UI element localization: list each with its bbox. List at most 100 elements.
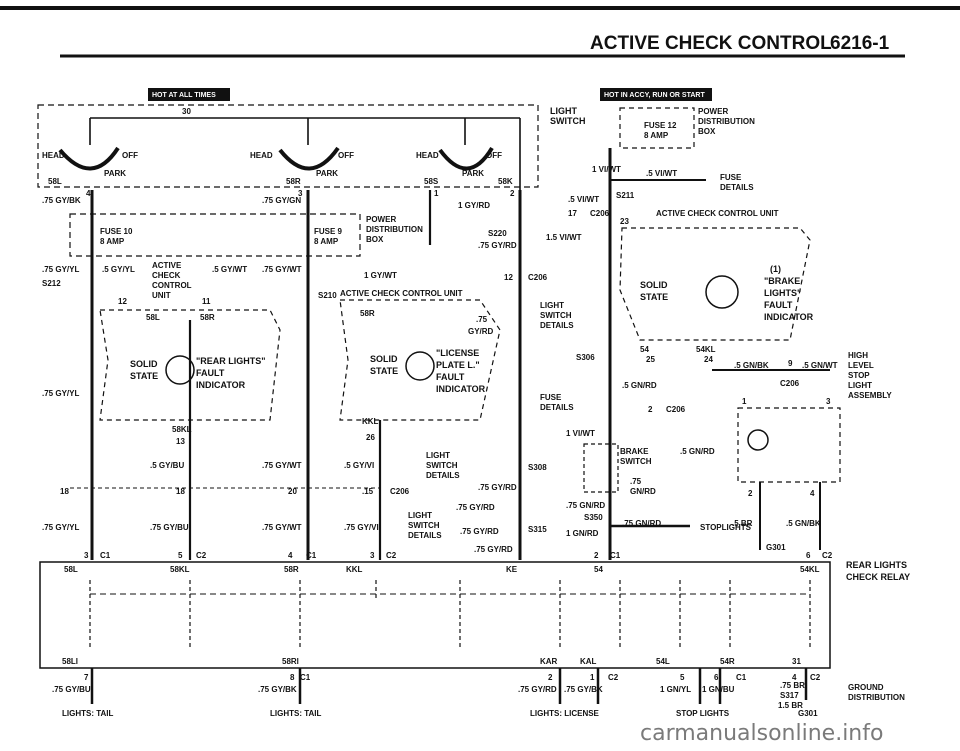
fuse-10-amp: 8 AMP <box>100 237 125 246</box>
ccu-right-solid: SOLID <box>640 280 668 290</box>
ccu-mid-label-1: "LICENSE <box>436 348 479 358</box>
pin-18: 18 <box>60 487 69 496</box>
relay-58KL: 58KL <box>170 565 190 574</box>
pin-25: 25 <box>646 355 655 364</box>
sw-pin-4: 4 <box>86 189 91 198</box>
rw-13: .75 GN/RD <box>622 519 661 528</box>
fuse-10: FUSE 10 <box>100 227 133 236</box>
splice-s308: S308 <box>528 463 547 472</box>
wire-label-1: .75 GY/BK <box>42 196 81 205</box>
b-pin-6: 6 <box>714 673 719 682</box>
lsd-c-1: LIGHT <box>540 301 564 310</box>
splice-s306: S306 <box>576 353 595 362</box>
page-number: 6216-1 <box>830 33 890 54</box>
hl-pin-1: 1 <box>742 397 747 406</box>
light-switch-box <box>37 104 539 188</box>
ccu-left-title-2: CHECK <box>152 271 181 280</box>
brake-switch-2: SWITCH <box>620 457 652 466</box>
ccu-left-pin-12: 12 <box>118 297 127 306</box>
ccu-mid-title: ACTIVE CHECK CONTROL UNIT <box>340 289 463 298</box>
bottom-wires <box>90 668 808 704</box>
relay-kkl: KKL <box>346 565 363 574</box>
pd-left-1: POWER <box>366 215 396 224</box>
wire-label-4: .75 GY/YL <box>42 265 79 274</box>
rw-14: 1 GN/RD <box>566 529 599 538</box>
stoplights-label: STOPLIGHTS <box>700 523 752 532</box>
wire-label-24: .15 <box>362 487 374 496</box>
rw-1: 1 VI/WT <box>592 165 621 174</box>
switch-arc-3 <box>438 146 494 171</box>
pin-12-c206: 12 <box>504 273 513 282</box>
relay-kal: KAL <box>580 657 597 666</box>
wire-label-16: .75 GY/BU <box>150 523 189 532</box>
wire-label-7: .75 GY/WT <box>262 265 302 274</box>
lsd-a-2: SWITCH <box>426 461 458 470</box>
ccu-left-label-3: INDICATOR <box>196 380 246 390</box>
splice-s212: S212 <box>42 279 61 288</box>
rw-7: .5 GN/WT <box>802 361 838 370</box>
conn-c206-b: C206 <box>590 209 610 218</box>
pin-23: 23 <box>620 217 629 226</box>
conn-c206-d: C206 <box>780 379 800 388</box>
wire-label-18: .75 GY/VI <box>344 523 379 532</box>
ccu-right-box <box>619 227 811 341</box>
pd-left-3: BOX <box>366 235 384 244</box>
pd-right-2: DISTRIBUTION <box>698 117 755 126</box>
hl-3: STOP <box>848 371 870 380</box>
hl-5: ASSEMBLY <box>848 391 892 400</box>
b-pin-7: 7 <box>84 673 89 682</box>
bus-30 <box>89 117 521 190</box>
fuse-9-amp: 8 AMP <box>314 237 339 246</box>
power-distribution-box-left <box>69 213 361 257</box>
b-pin-8: 8 <box>290 673 295 682</box>
wire-label-19: .75 GY/RD <box>456 503 495 512</box>
light-switch-label-2: SWITCH <box>550 116 586 126</box>
relay-31: 31 <box>792 657 801 666</box>
park-3: PARK <box>462 169 484 178</box>
lsd-b-3: DETAILS <box>408 531 442 540</box>
ccu-mid-box <box>339 299 501 421</box>
wire-label-21: .75 GY/RD <box>474 545 513 554</box>
ccu-left-led-icon <box>165 355 195 385</box>
splice-s210: S210 <box>318 291 337 300</box>
wire-label-23: GY/RD <box>468 327 494 336</box>
splice-s317: S317 <box>780 691 799 700</box>
lsd-c-3: DETAILS <box>540 321 574 330</box>
lights-tail-2: LIGHTS: TAIL <box>270 709 322 718</box>
lsd-a-3: DETAILS <box>426 471 460 480</box>
fuse-details-2: DETAILS <box>720 183 754 192</box>
pin-26: 26 <box>366 433 375 442</box>
ccu-right-title: ACTIVE CHECK CONTROL UNIT <box>656 209 779 218</box>
b-pin-5: 5 <box>680 673 685 682</box>
conn-c2-a: C2 <box>196 551 207 560</box>
pin-13: 13 <box>176 437 185 446</box>
ccu-mid-58R: 58R <box>360 309 375 318</box>
ccu-mid-state: STATE <box>370 366 398 376</box>
g301-b: G301 <box>798 709 818 718</box>
conn-c1-a: C1 <box>100 551 111 560</box>
rw-11: GN/RD <box>630 487 656 496</box>
rw-5: .5 GN/RD <box>622 381 657 390</box>
hl-pin-4: 4 <box>810 489 815 498</box>
ccu-mid-kkl: KKL <box>362 417 379 426</box>
conn-c206-c: C206 <box>528 273 548 282</box>
relay-58Ll: 58Ll <box>62 657 78 666</box>
relay-58L: 58L <box>64 565 78 574</box>
b-pin-1: 1 <box>590 673 595 682</box>
pin-18b: 18 <box>176 487 185 496</box>
wire-label-11: .5 GY/BU <box>150 461 184 470</box>
park-1: PARK <box>104 169 126 178</box>
lights-tail-1: LIGHTS: TAIL <box>62 709 114 718</box>
bottom-wire-2: .75 GY/BK <box>258 685 297 694</box>
sw-pin-2: 2 <box>510 189 515 198</box>
pd-right-1: POWER <box>698 107 728 116</box>
bottom-wire-7: .75 BR <box>780 681 805 690</box>
hl-2: LEVEL <box>848 361 874 370</box>
pin-20: 20 <box>288 487 297 496</box>
brake-switch-box <box>583 443 619 493</box>
conn-c1-c: C1 <box>610 551 621 560</box>
head-2: HEAD <box>250 151 273 160</box>
rw-3: .5 VI/WT <box>568 195 599 204</box>
wire-label-17: .75 GY/WT <box>262 523 302 532</box>
